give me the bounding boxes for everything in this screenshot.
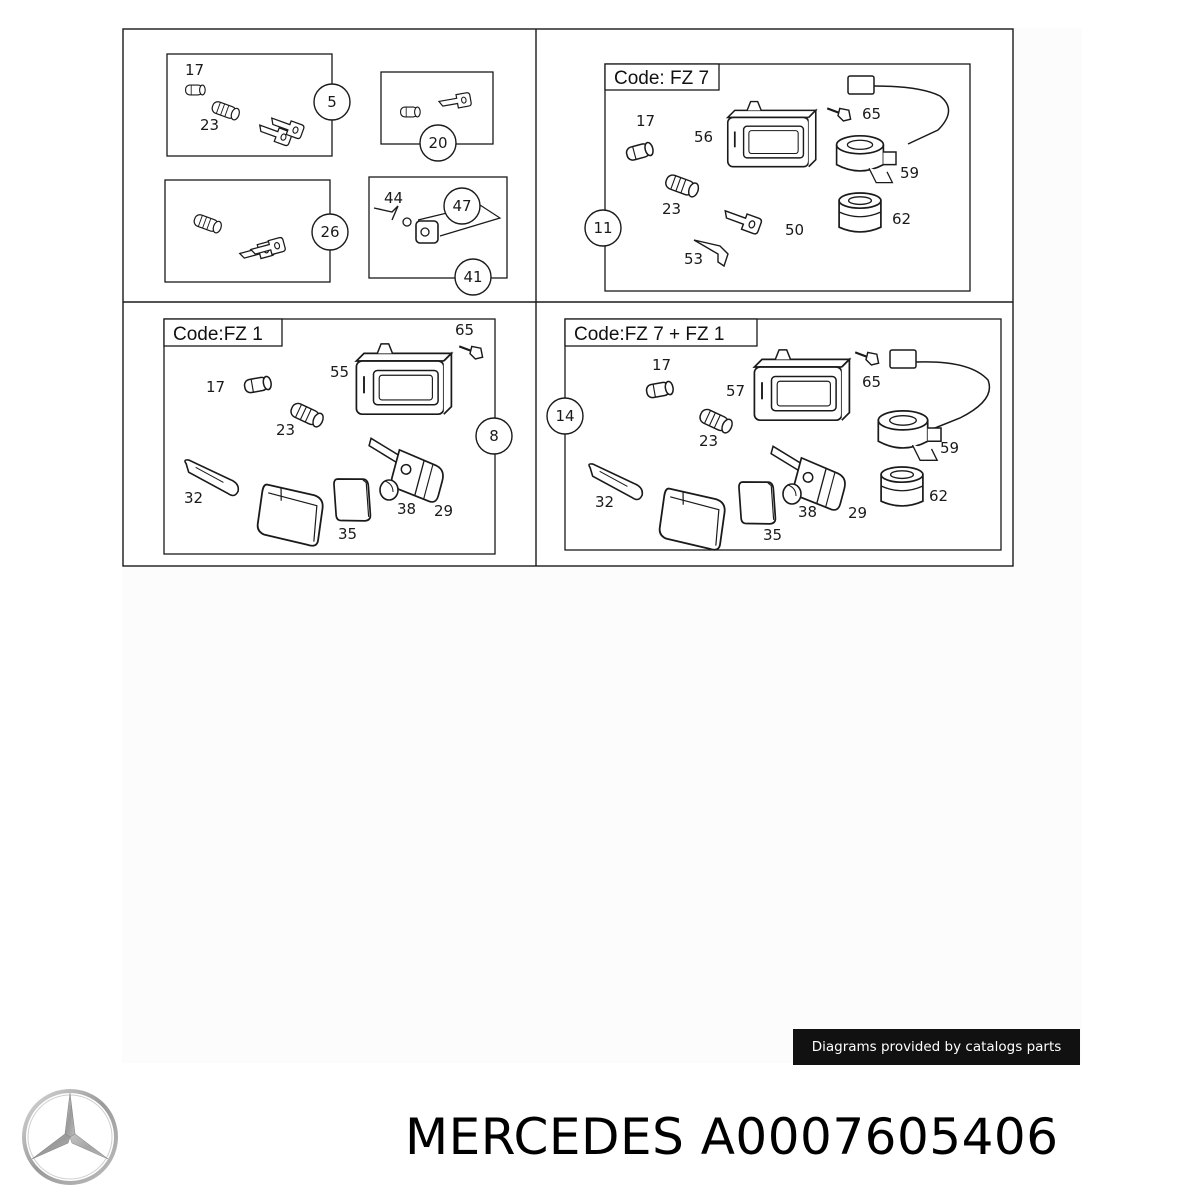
callout-47: 47	[443, 187, 481, 225]
label-17: 17	[185, 61, 204, 79]
svg-text:11: 11	[593, 219, 612, 237]
label-44: 44	[384, 189, 403, 207]
svg-text:26: 26	[320, 223, 339, 241]
svg-text:5: 5	[327, 93, 337, 111]
callout-20: 20	[419, 124, 457, 162]
label-29: 29	[434, 502, 453, 520]
callout-14: 14	[546, 397, 584, 435]
label-35: 35	[338, 525, 357, 543]
code-label-fz1: Code:FZ 1	[173, 324, 263, 345]
label-53: 53	[684, 250, 703, 268]
callout-5: 5	[313, 83, 351, 121]
label-62: 62	[929, 487, 948, 505]
credit-text: Diagrams provided by catalogs parts	[811, 1039, 1062, 1055]
label-32: 32	[184, 489, 203, 507]
label-59: 59	[900, 164, 919, 182]
callout-11: 11	[584, 209, 622, 247]
label-35: 35	[763, 526, 782, 544]
label-55: 55	[330, 363, 349, 381]
label-59: 59	[940, 439, 959, 457]
code-label-fz7-fz1: Code:FZ 7 + FZ 1	[574, 324, 724, 345]
mercedes-star-logo-icon	[22, 1089, 118, 1185]
svg-text:47: 47	[452, 197, 471, 215]
label-17: 17	[636, 112, 655, 130]
svg-text:41: 41	[463, 268, 482, 286]
panel-bottom-left: Code:FZ 1 65 55 17 23 32 38 29 35 8	[163, 318, 513, 555]
label-23: 23	[699, 432, 718, 450]
label-38: 38	[798, 503, 817, 521]
callout-8: 8	[475, 417, 513, 455]
diagram-credit-banner: Diagrams provided by catalogs parts	[793, 1029, 1080, 1065]
code-label-fz7: Code: FZ 7	[614, 68, 709, 89]
label-62: 62	[892, 210, 911, 228]
label-23: 23	[200, 116, 219, 134]
callout-41: 41	[454, 258, 492, 296]
label-65: 65	[862, 105, 881, 123]
label-65: 65	[455, 321, 474, 339]
svg-text:8: 8	[489, 427, 499, 445]
label-23: 23	[276, 421, 295, 439]
label-38: 38	[397, 500, 416, 518]
label-23: 23	[662, 200, 681, 218]
panel-bottom-right: Code:FZ 7 + FZ 1 17 65 57 23 59 32 62 38…	[546, 318, 1002, 552]
label-17: 17	[652, 356, 671, 374]
label-56: 56	[694, 128, 713, 146]
callout-26: 26	[311, 213, 349, 251]
label-50: 50	[785, 221, 804, 239]
product-title: MERCEDES A0007605406	[405, 1108, 1059, 1166]
panel-top-right: Code: FZ 7 65 17 56 59 23 62 50 53 11	[584, 63, 971, 292]
label-17: 17	[206, 378, 225, 396]
label-32: 32	[595, 493, 614, 511]
label-29: 29	[848, 504, 867, 522]
label-65: 65	[862, 373, 881, 391]
svg-text:14: 14	[555, 407, 574, 425]
label-57: 57	[726, 382, 745, 400]
panel-top-left: 17 23 44 5 20 26 47 41	[164, 53, 508, 296]
svg-text:20: 20	[428, 134, 447, 152]
